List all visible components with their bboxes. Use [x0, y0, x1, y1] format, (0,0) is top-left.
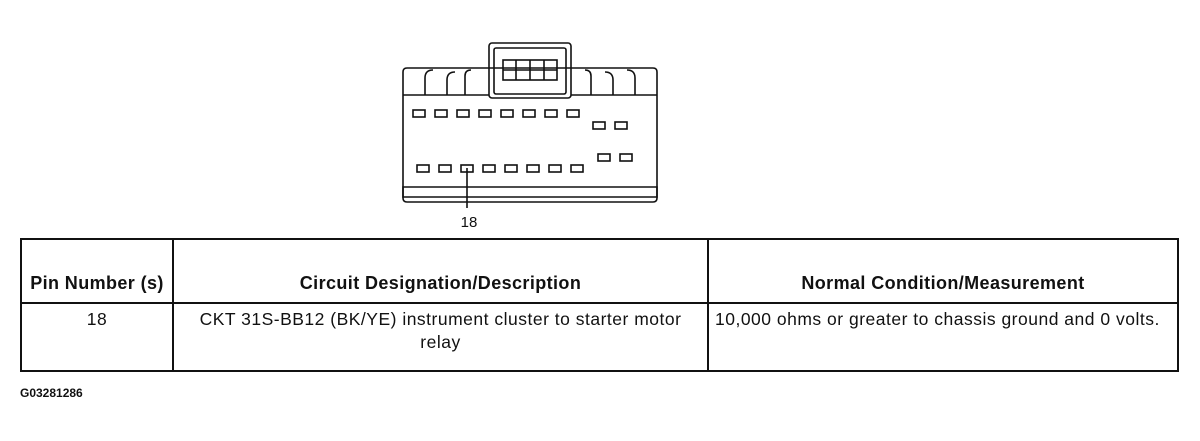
connector-lock-tab-outer [488, 42, 572, 99]
cell-measurement: 10,000 ohms or greater to chassis ground… [707, 302, 1179, 372]
pin-cavity [548, 164, 562, 173]
pin-cavity [482, 164, 496, 173]
cell-description: CKT 31S-BB12 (BK/YE) instrument cluster … [172, 302, 709, 372]
pin-callout-label: 18 [461, 214, 478, 231]
pin-table: Pin Number (s) Circuit Designation/Descr… [20, 238, 1179, 372]
pin-cavity [522, 109, 536, 118]
pin-cavity [478, 109, 492, 118]
pin-cavity [438, 164, 452, 173]
connector-bottom-shelf [402, 186, 658, 203]
pin-cavity [570, 164, 584, 173]
pin-cavity [412, 109, 426, 118]
pin-cavity [592, 121, 606, 130]
pin-cavity [456, 109, 470, 118]
pin-cavity [500, 109, 514, 118]
pin-cavity [434, 109, 448, 118]
connector-body [402, 67, 658, 198]
figure-code: G03281286 [20, 386, 83, 400]
pin-cavity [504, 164, 518, 173]
header-normal-condition: Normal Condition/Measurement [707, 238, 1179, 304]
table-row: 18 CKT 31S-BB12 (BK/YE) instrument clust… [20, 302, 1179, 372]
pin-cavity [566, 109, 580, 118]
header-circuit-description: Circuit Designation/Description [172, 238, 709, 304]
connector-face-diagram: 18 [402, 42, 658, 231]
cell-pin: 18 [20, 302, 174, 372]
pin-cavity [597, 153, 611, 162]
header-pin-number: Pin Number (s) [20, 238, 174, 304]
pin-cavity [526, 164, 540, 173]
table-header-row: Pin Number (s) Circuit Designation/Descr… [20, 238, 1179, 304]
pin-cavity [416, 164, 430, 173]
pin-cavity [544, 109, 558, 118]
connector-lock-tab-inner [493, 47, 567, 95]
pin-cavity [619, 153, 633, 162]
pin-cavity [614, 121, 628, 130]
